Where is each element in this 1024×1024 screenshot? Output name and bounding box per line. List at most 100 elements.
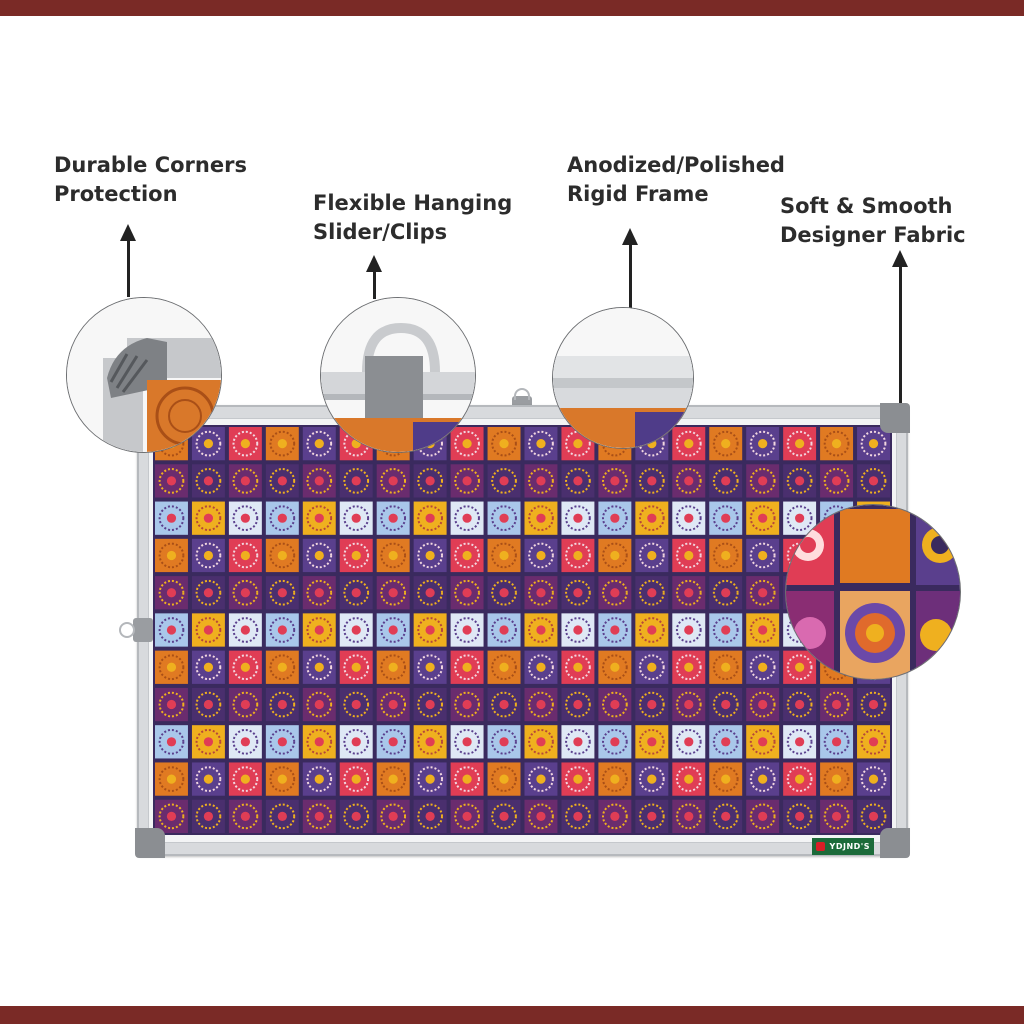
mandala-ring bbox=[417, 728, 443, 755]
mandala-ring bbox=[528, 766, 554, 792]
mandala-ring bbox=[195, 803, 222, 830]
mandala-center bbox=[240, 588, 250, 598]
mandala-ring bbox=[269, 617, 296, 643]
mandala-center bbox=[721, 588, 731, 598]
mandala-ring bbox=[454, 766, 480, 792]
mandala-ring bbox=[638, 766, 665, 792]
mandala-ring bbox=[491, 579, 517, 606]
top-accent-band bbox=[0, 0, 1024, 16]
mandala-center bbox=[240, 699, 250, 710]
mandala-ring bbox=[417, 505, 443, 532]
mandala-center bbox=[203, 662, 214, 672]
mandala-ring bbox=[343, 728, 370, 755]
mandala-center bbox=[536, 737, 546, 747]
mandala-center bbox=[795, 439, 805, 449]
mandala-center bbox=[684, 476, 694, 486]
mandala-ring bbox=[232, 505, 259, 532]
mandala-center bbox=[684, 550, 694, 561]
mandala-ring bbox=[638, 579, 665, 606]
mandala-center bbox=[647, 550, 657, 561]
mandala-center bbox=[203, 625, 214, 635]
mandala-ring bbox=[528, 803, 554, 830]
mandala-ring bbox=[380, 617, 407, 643]
mandala-center bbox=[314, 737, 324, 747]
mandala-ring bbox=[786, 803, 813, 830]
mandala-ring bbox=[528, 617, 554, 643]
mandala-center bbox=[240, 439, 250, 449]
mandala-ring bbox=[823, 691, 850, 718]
mandala-ring bbox=[158, 617, 185, 643]
mandala-ring bbox=[786, 505, 813, 532]
mandala-center bbox=[684, 625, 694, 635]
mandala-center bbox=[684, 588, 694, 598]
mandala-center bbox=[573, 662, 583, 672]
mandala-center bbox=[425, 513, 435, 523]
mandala-center bbox=[388, 550, 398, 561]
mandala-center bbox=[536, 476, 546, 486]
mandala-ring bbox=[195, 617, 222, 643]
mandala-ring bbox=[306, 728, 333, 755]
mandala-ring bbox=[638, 728, 665, 755]
mandala-ring bbox=[602, 468, 628, 494]
mandala-center bbox=[684, 439, 694, 449]
mandala-center bbox=[166, 699, 177, 710]
mandala-center bbox=[536, 625, 546, 635]
mandala-center bbox=[499, 550, 509, 561]
mandala-ring bbox=[306, 505, 333, 532]
mandala-center bbox=[536, 550, 546, 561]
mandala-ring bbox=[195, 579, 222, 606]
mandala-ring bbox=[712, 766, 739, 792]
mandala-center bbox=[277, 811, 287, 821]
mandala-ring bbox=[675, 579, 702, 606]
mandala-ring bbox=[786, 766, 813, 792]
mandala-center bbox=[203, 439, 214, 449]
mandala-center bbox=[203, 811, 214, 821]
mandala-center bbox=[831, 439, 842, 449]
mandala-ring bbox=[602, 728, 628, 755]
mandala-center bbox=[573, 476, 583, 486]
mandala-ring bbox=[638, 617, 665, 643]
mandala-center bbox=[758, 476, 768, 486]
mandala-center bbox=[277, 550, 287, 561]
mandala-ring bbox=[380, 691, 407, 718]
mandala-ring bbox=[158, 766, 185, 792]
mandala-center bbox=[314, 811, 324, 821]
mandala-center bbox=[831, 699, 842, 710]
mandala-center bbox=[240, 476, 250, 486]
mandala-ring bbox=[232, 579, 259, 606]
mandala-center bbox=[425, 699, 435, 710]
mandala-center bbox=[721, 550, 731, 561]
mandala-ring bbox=[823, 766, 850, 792]
mandala-center bbox=[684, 774, 694, 784]
mandala-center bbox=[388, 513, 398, 523]
mandala-center bbox=[425, 737, 435, 747]
mandala-center bbox=[388, 662, 398, 672]
mandala-ring bbox=[454, 579, 480, 606]
mandala-ring bbox=[343, 579, 370, 606]
mandala-ring bbox=[232, 766, 259, 792]
mandala-center bbox=[314, 588, 324, 598]
brand-mark-icon bbox=[816, 842, 825, 851]
mandala-ring bbox=[786, 468, 813, 494]
mandala-ring bbox=[158, 803, 185, 830]
mandala-ring bbox=[158, 579, 185, 606]
mandala-ring bbox=[749, 579, 776, 606]
mandala-center bbox=[610, 476, 620, 486]
mandala-center bbox=[647, 737, 657, 747]
mandala-ring bbox=[158, 691, 185, 718]
mandala-center bbox=[758, 737, 768, 747]
mandala-center bbox=[166, 476, 177, 486]
mandala-ring bbox=[528, 505, 554, 532]
mandala-ring bbox=[269, 728, 296, 755]
mandala-center bbox=[166, 513, 177, 523]
mandala-ring bbox=[749, 691, 776, 718]
mandala-center bbox=[314, 513, 324, 523]
mandala-center bbox=[351, 662, 361, 672]
mandala-center bbox=[610, 662, 620, 672]
mandala-ring bbox=[860, 468, 887, 494]
mandala-center bbox=[499, 737, 509, 747]
mandala-center bbox=[166, 625, 177, 635]
notice-board bbox=[135, 403, 910, 858]
designer-fabric bbox=[153, 425, 892, 835]
mandala-ring bbox=[343, 803, 370, 830]
